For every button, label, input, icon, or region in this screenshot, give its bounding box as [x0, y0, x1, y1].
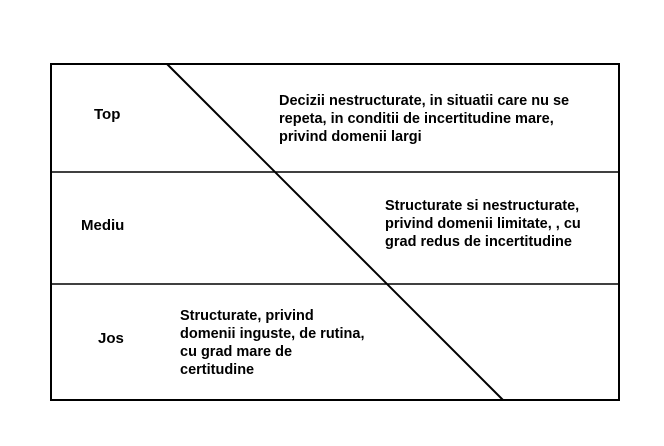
description-mediu-line: grad redus de incertitudine [385, 234, 572, 250]
level-label-top: Top [94, 106, 121, 123]
diagonal-separator [166, 63, 504, 401]
description-jos-line: certitudine [180, 362, 255, 378]
outer-border [50, 63, 620, 401]
description-jos-line: cu grad mare de [180, 344, 293, 360]
description-top: Decizii nestructurate, in situatii care … [279, 92, 569, 146]
description-mediu: Structurate si nestructurate, privind do… [385, 197, 581, 251]
description-top-line: repeta, in conditii de incertitudine mar… [279, 111, 554, 127]
description-top-line: privind domenii largi [279, 129, 422, 145]
description-mediu-line: privind domenii limitate, , cu [385, 216, 581, 232]
description-jos: Structurate, privind domenii inguste, de… [180, 307, 365, 379]
description-jos-line: domenii inguste, de rutina, [180, 326, 365, 342]
level-label-jos: Jos [98, 330, 124, 347]
description-mediu-line: Structurate si nestructurate, [385, 198, 580, 214]
level-label-mediu: Mediu [81, 217, 125, 234]
description-jos-line: Structurate, privind [180, 308, 314, 324]
description-top-line: Decizii nestructurate, in situatii care … [279, 93, 570, 109]
